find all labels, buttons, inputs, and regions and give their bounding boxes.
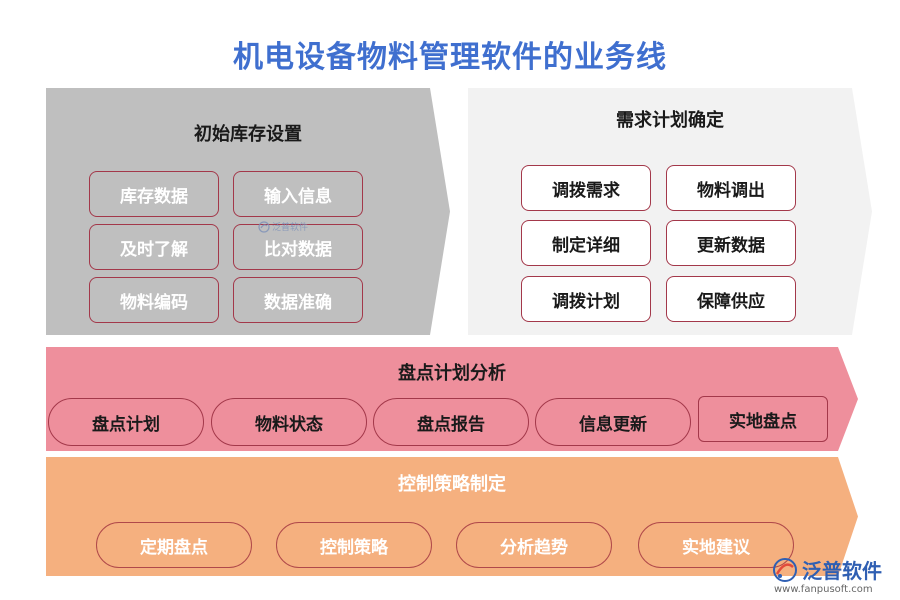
step-info-update: 信息更新 [535, 398, 691, 446]
step-make-detailed: 制定详细 [521, 220, 651, 266]
watermark-logo-icon [258, 220, 270, 233]
panel-initial-inventory: 初始库存设置 库存数据 输入信息 及时了解 比对数据 物料编码 数据准确 [46, 88, 450, 335]
step-transfer-plan: 调拨计划 [521, 276, 651, 322]
brand-logo-text: 泛普软件 [802, 559, 882, 583]
step-update-data: 更新数据 [666, 220, 796, 266]
step-compare-data: 比对数据 [233, 224, 363, 270]
panel-demand-plan: 需求计划确定 调拨需求 物料调出 制定详细 更新数据 调拨计划 保障供应 [468, 88, 872, 335]
small-watermark-text: 泛普软件 [272, 223, 309, 233]
panel-control-strategy-title: 控制策略制定 [398, 474, 506, 495]
small-watermark: 泛普软件 [258, 220, 308, 233]
panel-demand-plan-shape [468, 88, 872, 335]
panel-control-strategy: 控制策略制定 定期盘点 控制策略 分析趋势 实地建议 [46, 457, 858, 576]
panel-demand-plan-title: 需求计划确定 [616, 110, 724, 131]
step-inventory-data: 库存数据 [89, 171, 219, 217]
panel-initial-inventory-shape [46, 88, 450, 335]
step-count-plan: 盘点计划 [48, 398, 204, 446]
step-transfer-demand: 调拨需求 [521, 165, 651, 211]
brand-logo: 泛普软件 [772, 555, 882, 584]
step-timely-know: 及时了解 [89, 224, 219, 270]
page-title: 机电设备物料管理软件的业务线 [233, 40, 667, 75]
step-field-count: 实地盘点 [698, 396, 828, 442]
step-control-strategy: 控制策略 [276, 522, 432, 568]
panel-inventory-analysis: 盘点计划分析 盘点计划 物料状态 盘点报告 信息更新 实地盘点 [46, 347, 858, 451]
step-count-report: 盘点报告 [373, 398, 529, 446]
step-analyze-trend: 分析趋势 [456, 522, 612, 568]
brand-logo-icon [773, 557, 797, 582]
step-accurate-data: 数据准确 [233, 277, 363, 323]
step-material-status: 物料状态 [211, 398, 367, 446]
step-material-code: 物料编码 [89, 277, 219, 323]
panel-inventory-analysis-title: 盘点计划分析 [398, 363, 506, 384]
panel-initial-inventory-title: 初始库存设置 [194, 124, 302, 145]
step-periodic-count: 定期盘点 [96, 522, 252, 568]
step-input-info: 输入信息 [233, 171, 363, 217]
step-ensure-supply: 保障供应 [666, 276, 796, 322]
step-material-out: 物料调出 [666, 165, 796, 211]
step-field-suggestion: 实地建议 [638, 522, 794, 568]
brand-url: www.fanpusoft.com [774, 584, 873, 595]
